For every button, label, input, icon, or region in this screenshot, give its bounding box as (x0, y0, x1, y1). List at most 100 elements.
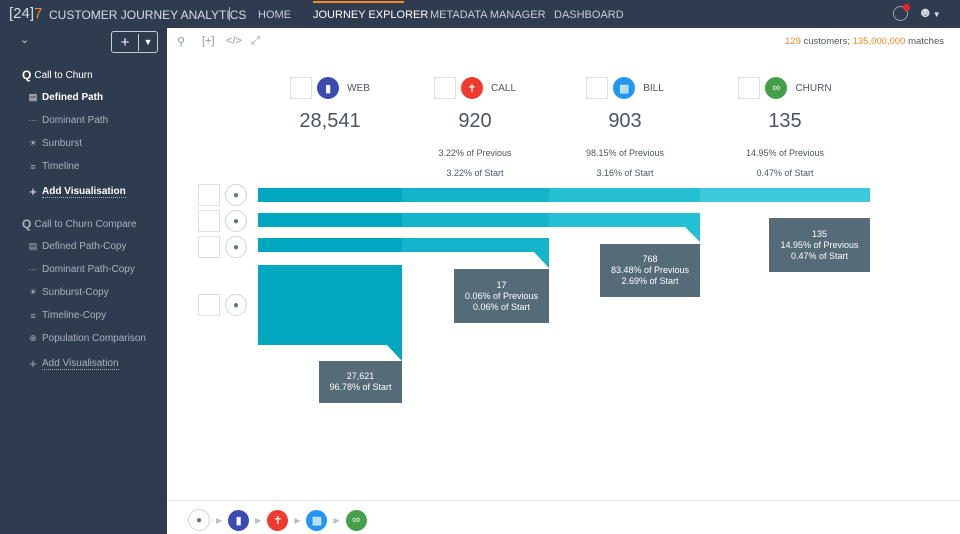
stage-pct-previous: 98.15% of Previous (585, 148, 665, 158)
notification-clock-icon[interactable] (893, 4, 910, 21)
item-label: Dominant Path (42, 115, 109, 126)
sidebar-item-dominant-path-copy[interactable]: ⋯Dominant Path-Copy (27, 264, 135, 275)
dominant-path-icon: ⋯ (28, 115, 38, 125)
sidebar-item-defined-path-copy[interactable]: ▤ Defined Path-Copy (27, 241, 127, 252)
churn-link-icon: ∞ (765, 77, 788, 99)
stage-checkbox[interactable] (290, 77, 313, 99)
sidebar-add-visualisation-2[interactable]: +Add Visualisation (27, 356, 119, 371)
sidebar-item-timeline-copy[interactable]: ≡Timeline-Copy (27, 310, 106, 321)
logo: [24]7 (9, 5, 43, 22)
add-button[interactable]: +▼ (111, 31, 158, 53)
fit-screen-icon[interactable]: [+] (202, 35, 215, 47)
row-checkbox[interactable] (198, 294, 220, 316)
item-label: Add Visualisation (42, 357, 119, 370)
sidebar-item-sunburst[interactable]: ☀ Sunburst (27, 138, 82, 149)
stage-count: 28,541 (299, 110, 361, 132)
nav-dashboard[interactable]: DASHBOARD (554, 9, 624, 21)
zoom-icon[interactable]: ⚲ (177, 36, 186, 48)
path-breadcrumb-bar: ● ▶ ▮ ▶ ✝ ▶ ▩ ▶ ∞ (167, 500, 960, 534)
stage-pct-previous: 3.22% of Previous (438, 148, 512, 158)
item-label: Timeline-Copy (42, 310, 107, 321)
sidebar-item-population-comparison[interactable]: ⊕Population Comparison (27, 333, 146, 344)
sunburst-icon: ☀ (28, 138, 38, 148)
flow-segment-bill[interactable] (549, 188, 700, 202)
item-label: Timeline (42, 161, 80, 172)
path-row-1-controls: ● (198, 184, 247, 206)
item-label: Sunburst (42, 138, 83, 149)
item-label: Defined Path (42, 92, 104, 103)
arrow-icon: ▶ (333, 515, 340, 525)
item-label: Sunburst-Copy (42, 287, 109, 298)
path-row-4-controls: ● (198, 294, 247, 316)
nav-metadata-manager[interactable]: METADATA MANAGER (430, 9, 546, 21)
stage-web: ▮WEB 28,541 (260, 76, 400, 133)
flow-segment-web[interactable] (258, 188, 402, 202)
query-icon: Q (22, 217, 32, 231)
arrow-icon: ▶ (216, 515, 223, 525)
flow-segment-call[interactable] (402, 188, 549, 202)
start-person-icon[interactable]: ● (188, 509, 210, 531)
row-checkbox[interactable] (198, 236, 220, 258)
nav-journey-explorer[interactable]: JOURNEY EXPLORER (313, 9, 429, 21)
stage-pct-start: 3.22% of Start (446, 168, 504, 178)
timeline-icon: ≡ (30, 161, 36, 172)
person-icon: ● (225, 184, 247, 206)
sunburst-icon: ☀ (28, 287, 38, 297)
bookmark-icon[interactable]: ▮ (228, 509, 250, 531)
dropdown-caret-icon[interactable]: ▼ (143, 37, 153, 47)
app-title: CUSTOMER JOURNEY ANALYTICS (49, 8, 247, 22)
divider (229, 7, 230, 21)
stage-checkbox[interactable] (586, 77, 609, 99)
flow-segment-web-dropoff[interactable] (258, 265, 402, 361)
stage-pct-start: 3.16% of Start (596, 168, 654, 178)
flow-segment-call-dropoff[interactable] (402, 238, 549, 268)
expand-icon[interactable]: ⤢ (251, 35, 260, 47)
defined-path-icon: ▤ (28, 92, 38, 102)
item-label: Defined Path-Copy (42, 241, 127, 252)
bill-icon[interactable]: ▩ (306, 509, 328, 531)
arrow-icon: ▶ (294, 515, 301, 525)
flow-segment-bill-dropoff[interactable] (549, 213, 700, 242)
row-checkbox[interactable] (198, 210, 220, 232)
flow-segment-call[interactable] (402, 213, 549, 227)
user-menu-icon[interactable]: ☻▼ (918, 4, 941, 20)
stage-checkbox[interactable] (433, 77, 456, 99)
bill-icon: ▩ (613, 77, 636, 99)
sidebar-add-visualisation[interactable]: +Add Visualisation (27, 184, 126, 199)
stage-checkbox[interactable] (738, 77, 761, 99)
sidebar-item-defined-path[interactable]: ▤ Defined Path (27, 92, 103, 103)
stage-name: CHURN (795, 82, 832, 94)
path-row-2-controls: ● (198, 210, 247, 232)
arrow-icon: ▶ (255, 515, 262, 525)
person-icon: ● (225, 210, 247, 232)
churn-link-icon[interactable]: ∞ (345, 509, 367, 531)
collapse-chevron-icon[interactable]: ⌄ (20, 34, 30, 46)
embed-code-icon[interactable]: </> (226, 35, 242, 47)
flow-segment-churn[interactable] (700, 188, 870, 202)
flow-segment-web[interactable] (258, 238, 402, 252)
query-icon: Q (22, 68, 32, 82)
sidebar-item-dominant-path[interactable]: ⋯ Dominant Path (27, 115, 109, 126)
call-person-icon: ✝ (460, 77, 483, 99)
call-person-icon[interactable]: ✝ (267, 509, 289, 531)
row-checkbox[interactable] (198, 184, 220, 206)
defined-path-icon: ▤ (28, 241, 38, 251)
sidebar-item-sunburst-copy[interactable]: ☀ Sunburst-Copy (27, 287, 109, 298)
stage-count: 903 (608, 110, 642, 132)
sidebar-item-timeline[interactable]: ≡ Timeline (27, 161, 79, 172)
path-row-3-controls: ● (198, 236, 247, 258)
plus-icon: + (112, 33, 139, 51)
nav-home[interactable]: HOME (258, 9, 291, 21)
person-icon: ● (225, 236, 247, 258)
flow-segment-web[interactable] (258, 213, 402, 227)
